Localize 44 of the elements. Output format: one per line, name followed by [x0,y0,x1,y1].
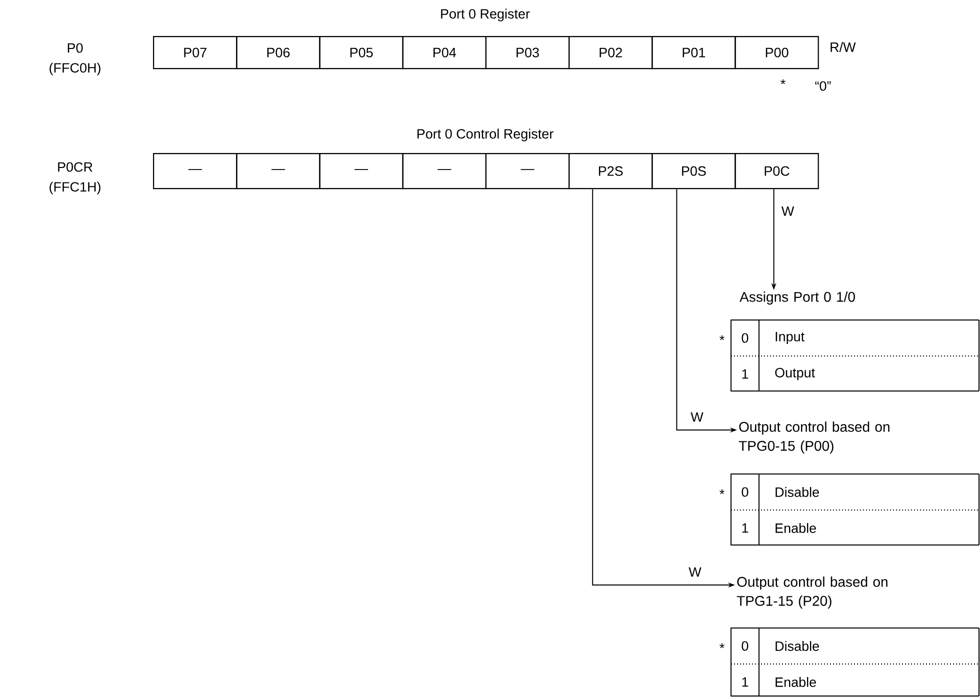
register-name: P0CR [58,162,92,172]
default-mark: * [720,489,724,494]
register-bit-cell: P04 [402,36,486,70]
register-name: P0 [68,43,83,53]
register-address: (FFC1H) [50,182,100,194]
register-title: Port 0 Register [441,8,530,22]
default-mark: * [720,643,724,648]
description-heading: Output control based on TPG0-15 (P00) [738,422,890,454]
register-bit-cell: — [402,153,486,190]
table-cell: 0 [742,487,748,497]
register-bit-cell: P00 [734,36,819,70]
register-bit-cell: — [319,153,404,190]
reset-value: “0” [815,81,831,91]
table-cell: Input [776,332,804,344]
default-mark: * [720,335,724,340]
table-cell: 1 [742,523,748,533]
table-cell: 0 [742,333,748,343]
register-bit-cell: — [485,153,570,190]
register-bit-cell: P07 [153,36,238,70]
table-cell: Disable [776,487,819,497]
register-bit-cell: P02 [568,36,653,70]
register-bit-cell: P06 [236,36,320,70]
register-bit-cell: P0S [652,153,736,190]
table-cell: Enable [776,523,816,533]
register-bit-cell: — [236,153,320,190]
register-bit-cell: — [153,153,238,190]
table-cell: 1 [742,677,748,687]
edge-label: W [688,567,702,577]
table-cell: 0 [742,641,748,651]
description-heading: Output control based on TPG1-15 (P20) [736,576,888,609]
register-bit-cell: P05 [319,36,404,70]
register-address: (FFC0H) [50,62,100,76]
register-bit-cell: P0C [734,153,819,190]
register-title: Port 0 Control Register [417,128,554,142]
register-bit-cell: P03 [485,36,570,70]
description-heading: Assigns Port 0 1/0 [740,292,855,305]
table-cell: Output [775,368,815,380]
table-cell: Disable [776,641,819,651]
register-bit-cell: P01 [652,36,736,70]
edge-label: W [690,412,704,422]
table-cell: Enable [776,677,816,687]
register-bit-cell: P2S [568,153,653,190]
edge-label: W [782,206,794,216]
table-cell: 1 [742,369,748,379]
